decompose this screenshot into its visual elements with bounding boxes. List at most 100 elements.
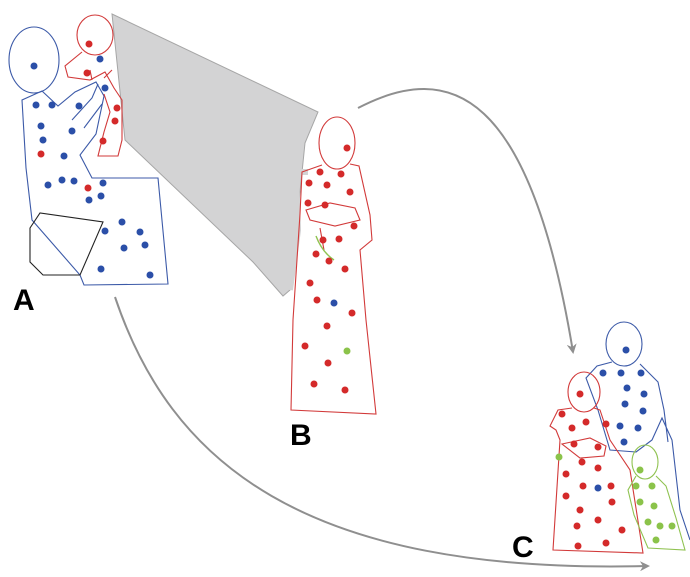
figure-b-red-head [318,116,356,170]
dot-blue [97,192,105,200]
dot-red [607,482,615,490]
dot-red [341,265,349,273]
dot-blue [637,369,645,377]
dot-red [304,199,312,207]
dot-blue [96,55,104,63]
dot-red [310,380,318,388]
figure-a-red-body [64,51,123,157]
dot-red [562,470,570,478]
dot-blue [146,271,154,279]
dot-blue [44,181,52,189]
figure-c-green-body [627,475,686,551]
figure-c-blue-head [605,321,643,367]
dot-blue [594,484,602,492]
dot-blue [141,241,149,249]
figure-b-dots [301,144,358,394]
dot-red [346,188,354,196]
dot-blue [634,424,642,432]
dot-red [579,482,587,490]
figure-a-seat [29,212,104,276]
dot-red [594,443,602,451]
dot-green [650,502,658,510]
figure-c-blue-body [585,361,690,541]
label-a: A [13,284,35,317]
dot-red [305,179,313,187]
dot-blue [639,407,647,415]
dot-red [325,257,333,265]
dot-green [632,482,640,490]
dot-green [636,466,644,474]
dot-blue [32,101,40,109]
dot-red [343,144,351,152]
dot-red [594,516,602,524]
dot-red [576,506,584,514]
dot-red [323,322,331,330]
figure-c-group: C [512,321,690,564]
dot-red [83,69,91,77]
dot-red [582,418,590,426]
dot-blue [68,127,76,135]
dot-green [656,522,664,530]
dot-red [301,342,309,350]
dot-blue [620,438,628,446]
dot-blue [99,179,107,187]
dot-blue [60,152,68,160]
dot-blue [622,346,630,354]
dot-blue [75,102,83,110]
figure-a-group: A [8,14,169,317]
dot-red [335,235,343,243]
dot-blue [101,227,109,235]
dot-red [602,539,610,547]
dot-green [648,482,656,490]
figure-b-green-arc [315,235,335,261]
dot-red [316,168,324,176]
dot-green [652,536,660,544]
dot-blue [58,176,66,184]
dot-red [568,424,576,432]
dot-red [111,117,119,125]
dot-red [99,137,107,145]
dot-blue [85,196,93,204]
dot-blue [37,122,45,130]
dot-blue [70,177,78,185]
figure-b-group: B [287,116,377,452]
figure-c-red-head [567,371,601,413]
dot-red [350,222,358,230]
dot-blue [616,422,624,430]
dot-red [573,522,581,530]
figure-a-red-head [76,14,114,56]
dot-red [323,181,331,189]
dot-red [608,498,616,506]
dot-red [113,104,121,112]
dot-red [618,526,626,534]
dot-green [644,518,652,526]
arrow-b-to-c [357,88,577,354]
dot-blue [623,384,631,392]
figure-a-dots [30,40,154,279]
dot-blue [118,218,126,226]
dot-red [602,420,610,428]
dot-blue [120,244,128,252]
dot-blue [97,265,105,273]
dot-red [348,309,356,317]
dot-blue [599,369,607,377]
dot-red [321,201,329,209]
figure-a-red-limb [89,69,113,81]
dot-blue [48,101,56,109]
figure-a-blue-arm [71,83,103,129]
figure-c-dots [555,346,676,550]
dot-green [636,498,644,506]
projection-wedge [111,13,319,297]
dot-red [337,170,345,178]
dot-red [84,184,92,192]
dot-red [578,458,586,466]
dot-red [313,296,321,304]
dot-red [312,250,320,258]
dot-blue [136,228,144,236]
dot-green [555,453,563,461]
dot-blue [101,84,109,92]
dot-red [576,390,584,398]
dot-green [668,522,676,530]
dot-blue [617,369,625,377]
